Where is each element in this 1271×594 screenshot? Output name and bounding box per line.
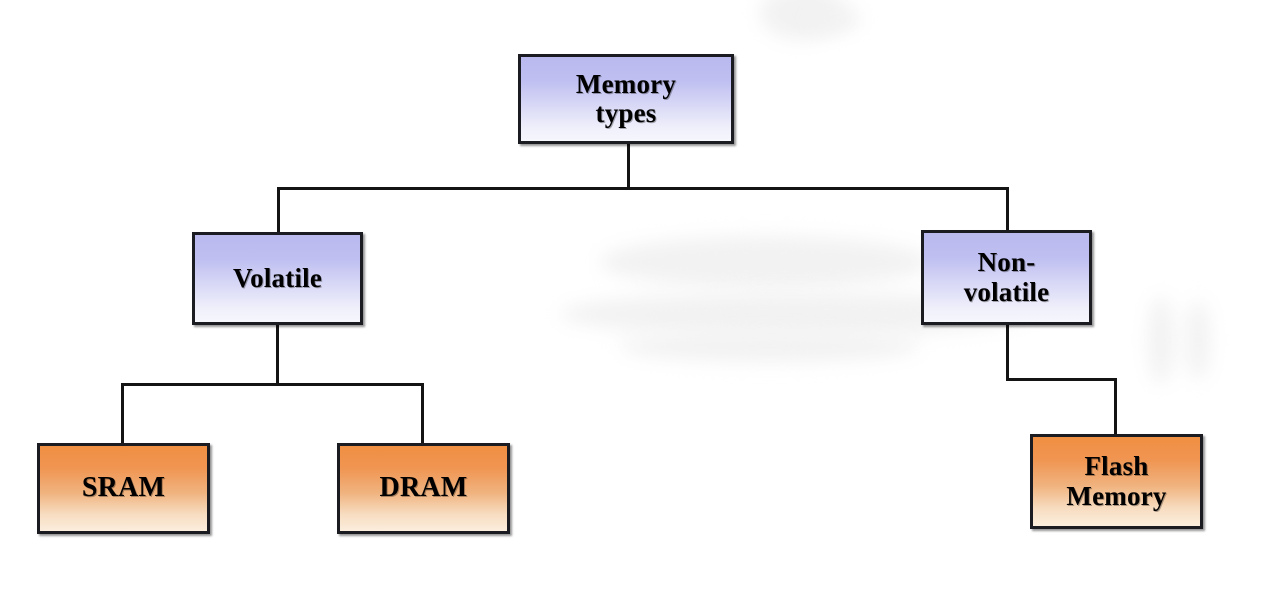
node-flash-memory[interactable]: Flash Memory [1030, 434, 1203, 529]
node-label: Non- volatile [963, 247, 1050, 307]
node-volatile[interactable]: Volatile [192, 232, 363, 325]
node-label: SRAM [81, 472, 166, 504]
edge-to-dram [421, 383, 424, 444]
edge-level2-bar [121, 383, 424, 386]
node-label: Volatile [232, 262, 323, 293]
background-smudge [806, 6, 860, 32]
edge-to-volatile [277, 187, 280, 233]
node-non-volatile[interactable]: Non- volatile [921, 230, 1092, 325]
edge-level1-bar [277, 187, 1009, 190]
edge-volatile-stem [276, 325, 279, 385]
node-sram[interactable]: SRAM [37, 443, 210, 534]
background-smudge [1148, 296, 1174, 384]
background-smudge [760, 0, 844, 40]
node-dram[interactable]: DRAM [337, 443, 510, 534]
edge-root-stem [627, 144, 630, 190]
edge-nonvolatile-stem [1006, 325, 1009, 381]
background-smudge [600, 236, 930, 288]
edge-to-nonvolatile [1006, 187, 1009, 231]
node-label: DRAM [379, 472, 468, 504]
edge-flash-elbow [1006, 378, 1117, 381]
node-label: Flash Memory [1066, 451, 1167, 511]
background-smudge [620, 330, 920, 362]
node-label: Memory types [575, 68, 677, 128]
edge-to-flash [1114, 378, 1117, 436]
background-smudge [1186, 300, 1210, 380]
node-memory-types[interactable]: Memory types [518, 54, 734, 144]
edge-to-sram [121, 383, 124, 444]
